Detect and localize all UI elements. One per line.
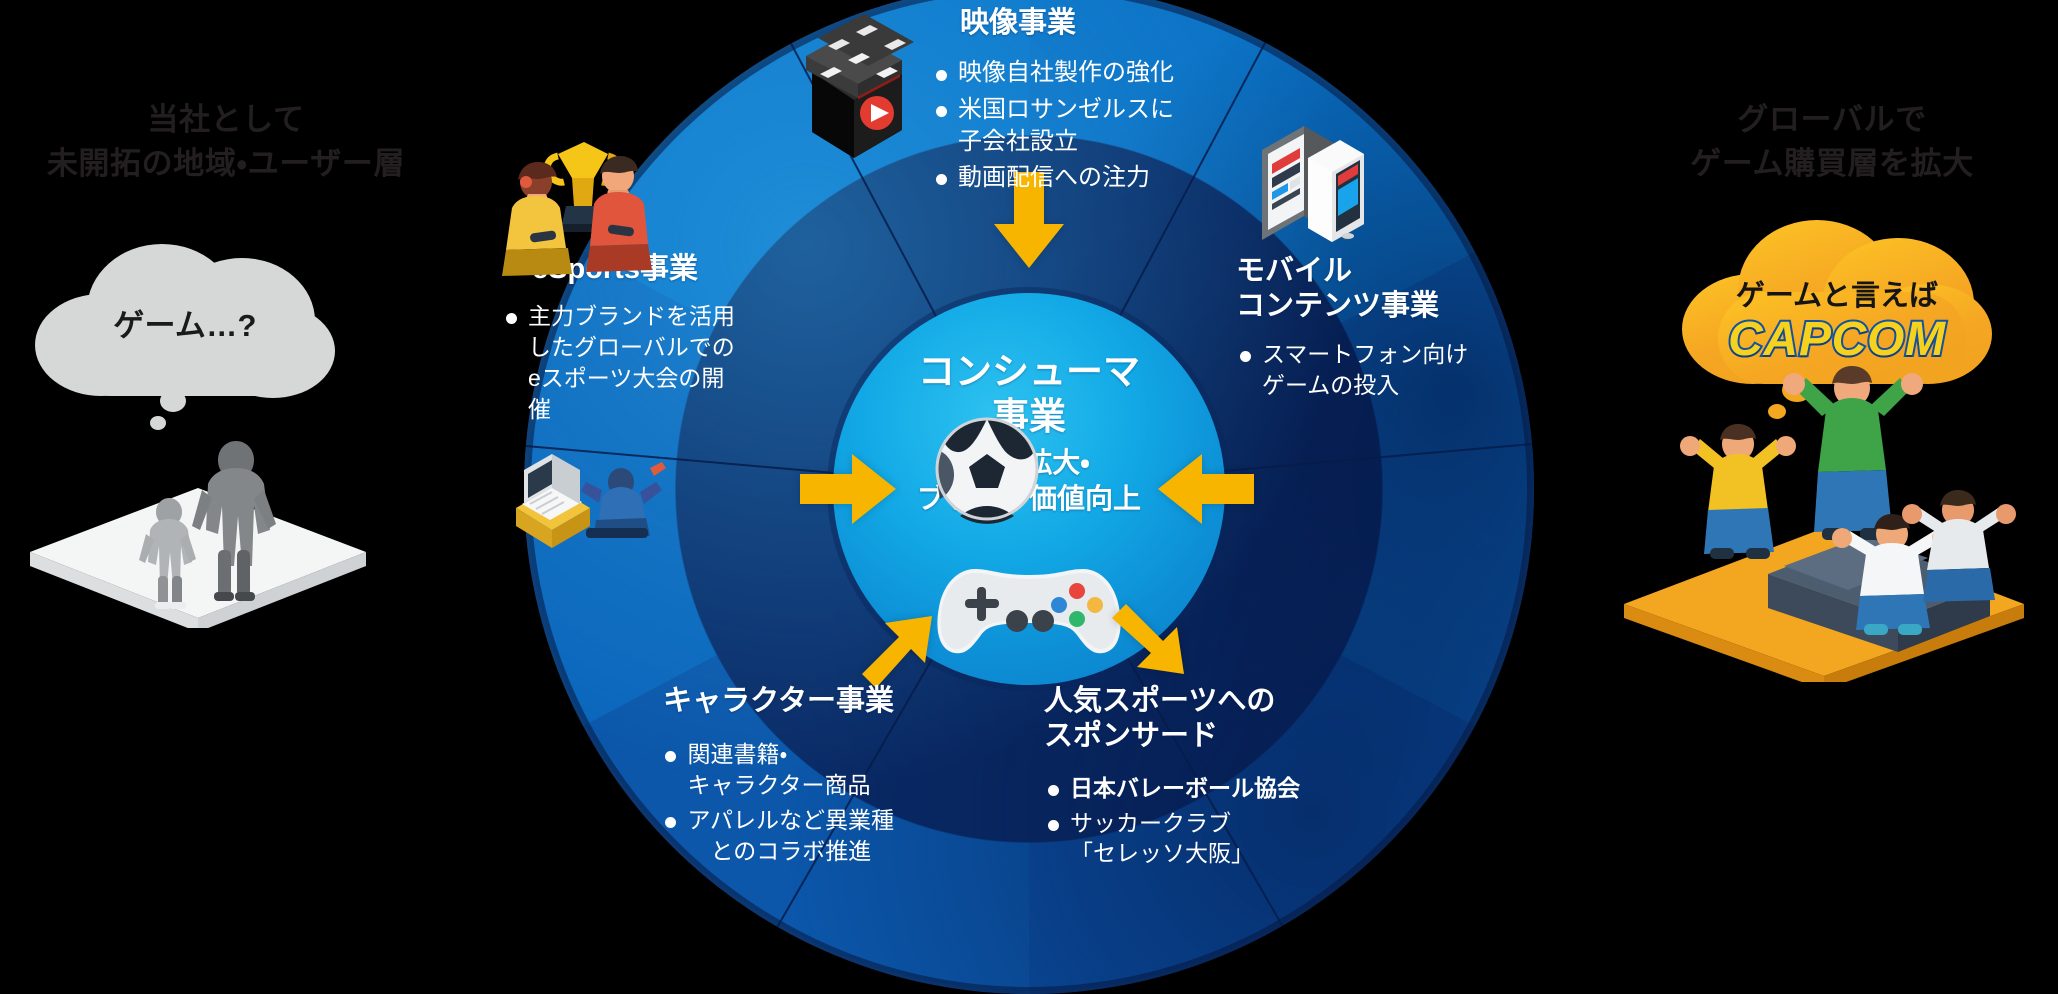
list-item-text: 日本バレーボール協会	[1070, 774, 1300, 801]
sector-character-title: キャラクター事業	[663, 685, 894, 717]
sector-mobile-title: モバイル コンテンツ事業	[1236, 255, 1440, 323]
right-heading: グローバルで ゲーム購買層を拡大	[1690, 102, 1974, 182]
right-scene: ゲームと言えば CAPCOM	[1606, 0, 2058, 953]
speech-bubble-orange: ゲームと言えば CAPCOM	[1682, 216, 1992, 384]
speech-bubble-orange-text: ゲームと言えば	[1735, 280, 1939, 312]
clapperboard-icon	[806, 14, 914, 158]
thought-bubble-grey: ゲーム…?	[35, 238, 335, 398]
left-scene: ゲーム…?	[0, 0, 452, 953]
sector-mobile-bullets: スマートフォン向け ゲームの投入	[1236, 339, 1536, 401]
sector-esports-bullets: 主力ブランドを活用 したグローバルでの eスポーツ大会の開 催	[502, 301, 792, 424]
list-item: 日本バレーボール協会	[1044, 773, 1374, 804]
consumer-business-wheel: コンシューマ 事業 認知拡大・ ブランド価値向上	[502, 0, 1536, 994]
center-title: コンシューマ 事業	[918, 351, 1140, 438]
list-item: アパレルなど異業種 とのコラボ推進	[661, 805, 894, 867]
soccer-ball-icon	[935, 417, 1039, 524]
sector-video-bullets: 映像自社製作の強化 米国ロサンゼルスに 子会社設立 動画配信への注力	[932, 57, 1232, 194]
sector-video-title: 映像事業	[960, 7, 1077, 39]
list-item: 関連書籍・ キャラクター商品	[661, 739, 894, 801]
left-heading: 当社として 未開拓の地域・ユーザー層	[46, 102, 406, 182]
list-item: サッカークラブ 「セレッソ大阪」	[1044, 808, 1374, 870]
list-item: 米国ロサンゼルスに 子会社設立	[932, 94, 1232, 158]
list-item: 映像自社製作の強化	[932, 57, 1232, 89]
sector-character: キャラクター事業 関連書籍・ キャラクター商品 アパレルなど異業種 とのコラボ推…	[564, 684, 894, 867]
capcom-logo: CAPCOM	[1726, 311, 1947, 368]
sector-sports-title: 人気スポーツへの スポンサード	[1044, 685, 1276, 753]
book-figure-icon	[516, 454, 666, 548]
trophy-gamers-icon	[502, 142, 652, 276]
thought-bubble-grey-text: ゲーム…?	[113, 308, 257, 343]
list-item: 主力ブランドを活用 したグローバルでの eスポーツ大会の開 催	[502, 301, 792, 424]
list-item: スマートフォン向け ゲームの投入	[1236, 339, 1536, 401]
sector-sports: 人気スポーツへの スポンサード 日本バレーボール協会 サッカークラブ 「セレッソ…	[1044, 684, 1374, 869]
list-item: 動画配信への注力	[932, 162, 1232, 194]
sector-video: 映像事業 映像自社製作の強化 米国ロサンゼルスに 子会社設立 動画配信への注力	[932, 6, 1232, 194]
gamepad-icon	[937, 569, 1121, 654]
sector-mobile: モバイル コンテンツ事業 スマートフォン向け ゲームの投入	[1236, 254, 1536, 400]
father-and-child-illustration	[30, 441, 366, 628]
smartphone-icon	[1262, 126, 1364, 242]
cheering-gamers-illustration	[1624, 366, 2024, 682]
sector-sports-bullets: 日本バレーボール協会 サッカークラブ 「セレッソ大阪」	[1044, 773, 1374, 869]
sector-character-bullets: 関連書籍・ キャラクター商品 アパレルなど異業種 とのコラボ推進	[661, 735, 894, 866]
